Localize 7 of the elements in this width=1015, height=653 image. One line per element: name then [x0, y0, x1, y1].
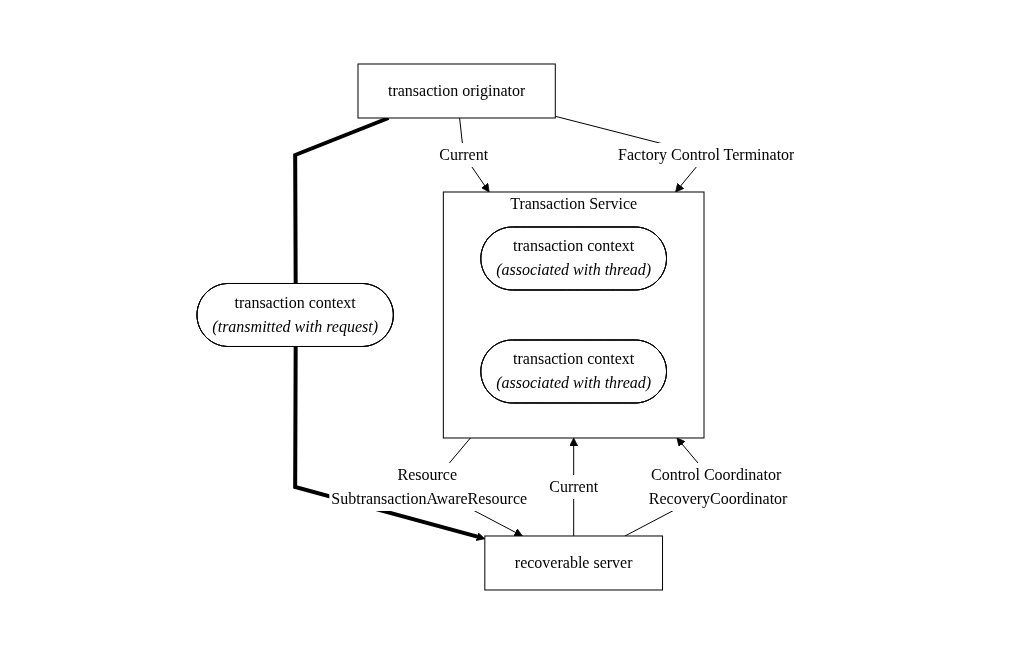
- edge-label: Current: [549, 477, 599, 495]
- node-box: recoverable server: [484, 535, 663, 590]
- node-box: transaction originator: [357, 63, 556, 118]
- edge-label: Control Coordinator RecoveryCoordinator: [648, 465, 788, 507]
- edge-label: Resource SubtransactionAwareResource: [331, 465, 528, 507]
- edge-label: Current: [439, 145, 489, 163]
- edge-label: Factory Control Terminator: [618, 145, 795, 163]
